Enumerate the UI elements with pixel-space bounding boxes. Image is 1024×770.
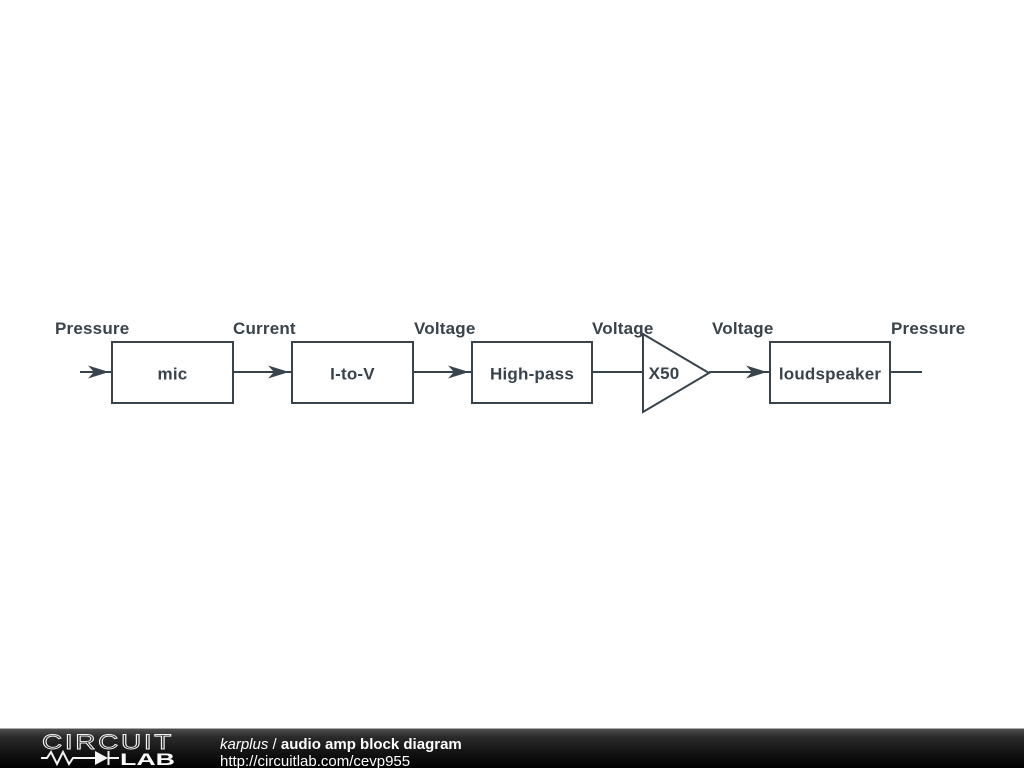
resistor-icon	[41, 749, 95, 767]
signal-label: Current	[233, 319, 296, 338]
footer-meta: karplus / audio amp block diagram http:/…	[220, 736, 462, 770]
signal-label: Voltage	[592, 319, 654, 338]
logo-lab-text: LAB	[120, 750, 175, 769]
amplifier-gain-label: X50	[649, 364, 680, 383]
attribution-line: karplus / audio amp block diagram	[220, 736, 462, 753]
arrowhead-icon	[88, 365, 109, 379]
signal-label: Voltage	[712, 319, 774, 338]
arrowhead-icon	[268, 365, 289, 379]
block-label: I-to-V	[330, 365, 375, 384]
signal-label: Pressure	[55, 319, 129, 338]
author-name: karplus	[220, 736, 269, 753]
diagram-url: http://circuitlab.com/cevp955	[220, 753, 411, 770]
arrowhead-icon	[448, 365, 469, 379]
block-label: loudspeaker	[779, 365, 882, 384]
block	[111, 341, 234, 404]
amplifier-triangle	[642, 332, 711, 414]
block-label: High-pass	[490, 365, 574, 384]
block-diagram: mic I-to-V High-pass loudspeaker X50 Pressure…	[55, 319, 965, 414]
signal-label: Pressure	[891, 319, 965, 338]
block-label: mic	[158, 365, 188, 384]
block	[769, 341, 891, 404]
arrowhead-icon	[746, 365, 767, 379]
circuitlab-logo: CIRCUIT LAB	[41, 731, 175, 769]
diagram-canvas: mic I-to-V High-pass loudspeaker X50 Pressure…	[55, 319, 966, 414]
signal-label: Voltage	[414, 319, 476, 338]
block	[471, 341, 593, 404]
footer-bar: CIRCUIT LAB karplus / audio amp block di…	[0, 728, 1024, 770]
diagram-title: audio amp block diagram	[280, 736, 462, 753]
attribution-separator: /	[272, 736, 277, 753]
block	[291, 341, 414, 404]
logo-circuit-text: CIRCUIT	[42, 731, 174, 754]
diode-icon	[95, 751, 119, 765]
